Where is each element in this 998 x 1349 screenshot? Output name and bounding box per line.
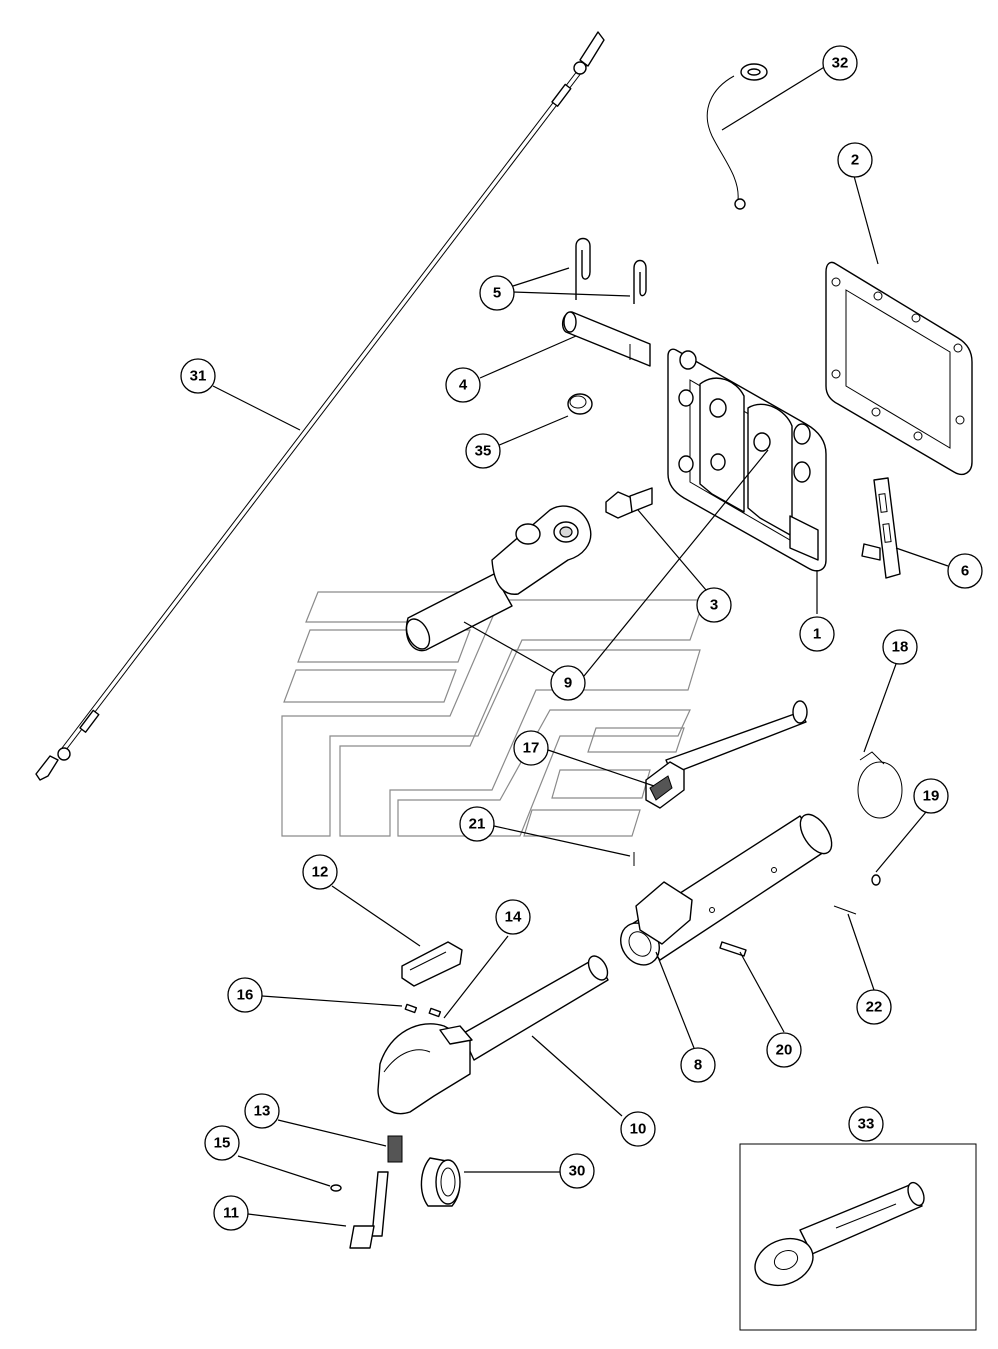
svg-text:11: 11 <box>223 1205 239 1222</box>
part-19-nut <box>871 874 881 886</box>
svg-text:35: 35 <box>475 443 492 460</box>
callout-33: 33 <box>848 1106 884 1142</box>
part-8-tube <box>620 813 833 966</box>
svg-text:17: 17 <box>523 740 540 757</box>
callout-17: 17 <box>513 730 549 766</box>
svg-text:16: 16 <box>237 987 254 1004</box>
part-35-plug <box>567 393 593 415</box>
svg-text:9: 9 <box>564 675 572 692</box>
callout-18: 18 <box>882 629 918 665</box>
part-2-gasket <box>825 261 973 476</box>
part-5-clips <box>575 237 647 304</box>
svg-text:6: 6 <box>961 563 969 580</box>
part-20-pin <box>719 941 747 957</box>
callout-12: 12 <box>302 854 338 890</box>
callout-22: 22 <box>856 989 892 1025</box>
svg-text:15: 15 <box>214 1135 231 1152</box>
svg-text:19: 19 <box>923 788 940 805</box>
svg-text:8: 8 <box>694 1057 702 1074</box>
svg-text:21: 21 <box>469 816 486 833</box>
part-17-rod <box>645 700 808 809</box>
leader-lines <box>212 65 949 1227</box>
svg-text:13: 13 <box>254 1103 271 1120</box>
svg-text:20: 20 <box>776 1042 793 1059</box>
callout-11: 11 <box>213 1195 249 1231</box>
callout-13: 13 <box>244 1093 280 1129</box>
svg-text:4: 4 <box>459 377 468 394</box>
svg-text:18: 18 <box>892 639 909 656</box>
part-30-ball <box>420 1157 461 1207</box>
svg-text:1: 1 <box>813 626 821 643</box>
callout-10: 10 <box>620 1111 656 1147</box>
callouts: 1 2 3 4 5 6 8 9 10 11 12 13 14 15 16 17 … <box>180 45 983 1231</box>
part-31-cable <box>35 31 605 781</box>
svg-text:5: 5 <box>493 285 501 302</box>
svg-text:10: 10 <box>630 1121 647 1138</box>
callout-5: 5 <box>479 275 515 311</box>
svg-text:14: 14 <box>505 909 522 926</box>
part-22-pin <box>833 905 857 915</box>
callout-2: 2 <box>837 142 873 178</box>
svg-text:33: 33 <box>858 1116 875 1133</box>
callout-6: 6 <box>947 553 983 589</box>
part-14-pin <box>428 1007 442 1018</box>
part-4-pin <box>561 311 651 367</box>
callout-8: 8 <box>680 1047 716 1083</box>
callout-21: 21 <box>459 806 495 842</box>
svg-text:32: 32 <box>832 55 849 72</box>
callout-35: 35 <box>465 433 501 469</box>
part-10-lower-link <box>377 955 609 1115</box>
part-3-bolt <box>605 487 653 519</box>
part-12-latch <box>401 941 463 987</box>
part-1-bracket <box>667 348 827 572</box>
callout-16: 16 <box>227 977 263 1013</box>
part-11-latch-pin <box>349 1171 389 1249</box>
svg-text:3: 3 <box>710 597 718 614</box>
callout-15: 15 <box>204 1125 240 1161</box>
svg-text:30: 30 <box>569 1163 586 1180</box>
watermark-logo <box>281 591 705 837</box>
part-33-inset <box>739 1143 977 1331</box>
callout-20: 20 <box>766 1032 802 1068</box>
svg-text:2: 2 <box>851 152 859 169</box>
callout-31: 31 <box>180 358 216 394</box>
part-13-spring <box>387 1135 403 1163</box>
part-32-lanyard <box>706 63 768 210</box>
part-18-clip <box>857 751 903 819</box>
callout-4: 4 <box>445 367 481 403</box>
callout-14: 14 <box>495 899 531 935</box>
part-16-pin <box>404 1003 418 1014</box>
part-6-plate <box>861 477 901 579</box>
callout-30: 30 <box>559 1153 595 1189</box>
callout-3: 3 <box>696 587 732 623</box>
svg-text:31: 31 <box>190 368 207 385</box>
part-9-link-end <box>405 505 592 652</box>
callout-1: 1 <box>799 616 835 652</box>
callout-32: 32 <box>822 45 858 81</box>
svg-text:22: 22 <box>866 999 883 1016</box>
svg-text:12: 12 <box>312 864 329 881</box>
callout-19: 19 <box>913 778 949 814</box>
callout-9: 9 <box>550 665 586 701</box>
part-15-pin <box>330 1184 342 1192</box>
